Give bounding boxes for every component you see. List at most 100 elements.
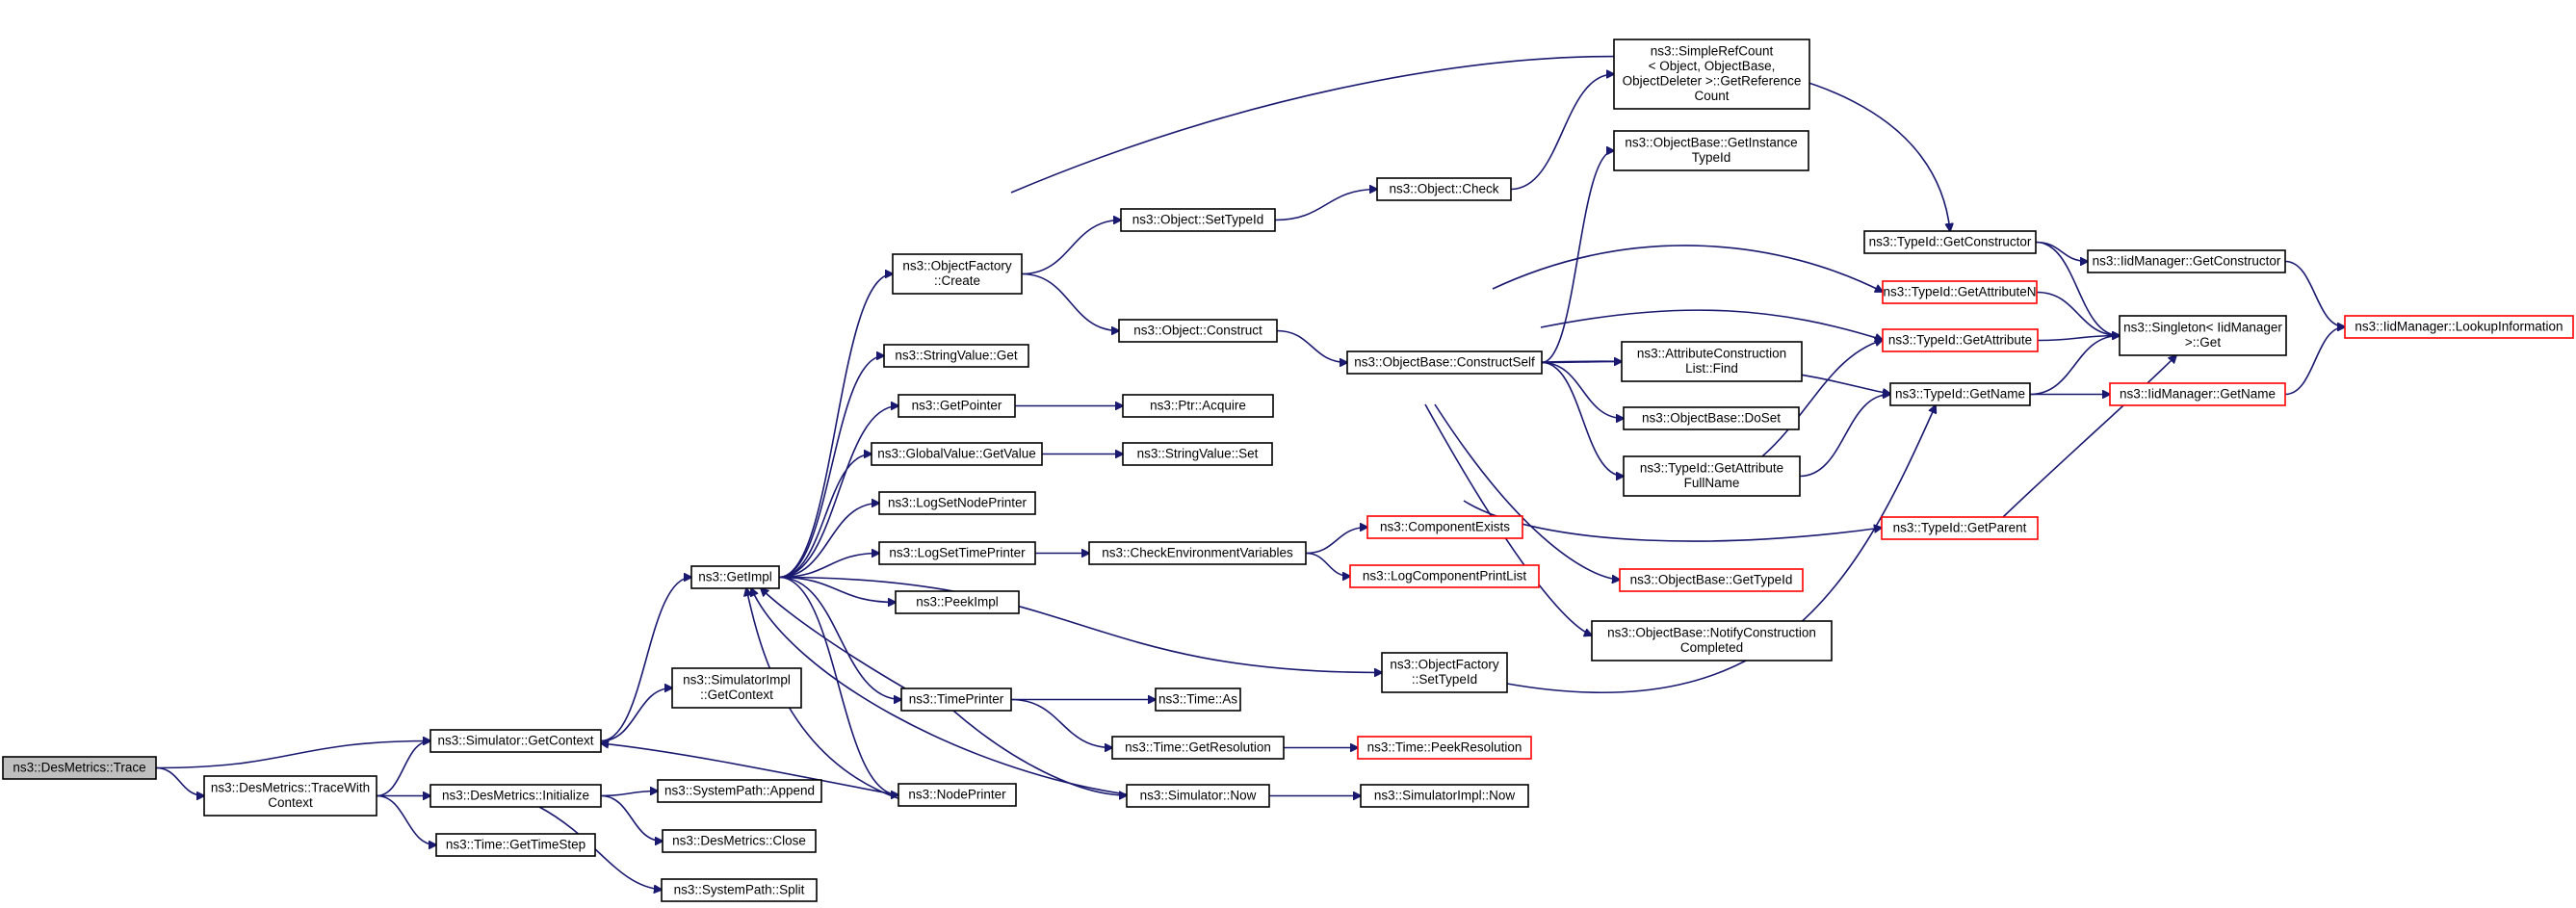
node-box-timeprinter[interactable] — [900, 687, 1012, 712]
node-strget[interactable]: ns3::StringValue::Get — [883, 344, 1029, 368]
node-box-constructself[interactable] — [1346, 350, 1543, 375]
node-box-singletonget[interactable] — [2119, 315, 2287, 356]
node-peekres[interactable]: ns3::Time::PeekResolution — [1357, 736, 1532, 760]
node-box-append[interactable] — [657, 779, 822, 803]
node-box-timeas[interactable] — [1155, 687, 1241, 712]
node-notifycc[interactable]: ns3::ObjectBase::NotifyConstructionCompl… — [1591, 620, 1833, 662]
node-box-gvgetvalue[interactable] — [871, 442, 1043, 466]
node-box-iidlookup[interactable] — [2344, 315, 2574, 339]
node-box-tgetconstructor[interactable] — [1863, 230, 2037, 254]
node-objconstruct[interactable]: ns3::Object::Construct — [1118, 319, 1278, 343]
node-objcheck[interactable]: ns3::Object::Check — [1376, 177, 1512, 201]
node-logsetnode[interactable]: ns3::LogSetNodePrinter — [878, 491, 1036, 515]
node-tgetattr[interactable]: ns3::TypeId::GetAttribute — [1882, 328, 2039, 352]
node-simplerefcount[interactable]: ns3::SimpleRefCount< Object, ObjectBase,… — [1613, 39, 1810, 110]
node-box-checkenv[interactable] — [1088, 541, 1307, 565]
node-getimpl[interactable]: ns3::GetImpl — [690, 565, 780, 589]
node-box-strset[interactable] — [1122, 442, 1273, 466]
node-tgetparent[interactable]: ns3::TypeId::GetParent — [1881, 516, 2039, 540]
node-box-getinstancetid[interactable] — [1613, 130, 1809, 171]
node-initialize[interactable]: ns3::DesMetrics::Initialize — [429, 784, 602, 808]
node-strset[interactable]: ns3::StringValue::Set — [1122, 442, 1273, 466]
node-gettimestep[interactable]: ns3::Time::GetTimeStep — [435, 833, 596, 857]
node-box-timegetres[interactable] — [1111, 736, 1285, 760]
node-iidgetname[interactable]: ns3::IidManager::GetName — [2109, 382, 2286, 406]
node-box-nodeprinter[interactable] — [898, 783, 1017, 807]
node-box-split[interactable] — [661, 878, 818, 902]
node-box-objcheck[interactable] — [1376, 177, 1512, 201]
node-box-tracewith[interactable] — [203, 775, 377, 817]
node-obgettypeid[interactable]: ns3::ObjectBase::GetTypeId — [1619, 568, 1804, 592]
node-box-initialize[interactable] — [429, 784, 602, 808]
node-tgetname[interactable]: ns3::TypeId::GetName — [1889, 382, 2031, 406]
node-close[interactable]: ns3::DesMetrics::Close — [662, 829, 817, 853]
node-box-logcompprint[interactable] — [1349, 564, 1540, 588]
node-box-getcontext[interactable] — [429, 729, 602, 753]
node-box-iidgetconstructor[interactable] — [2087, 249, 2286, 273]
node-tgetattrn[interactable]: ns3::TypeId::GetAttributeN — [1882, 280, 2038, 304]
node-logsettime[interactable]: ns3::LogSetTimePrinter — [878, 541, 1036, 565]
node-box-getpointer[interactable] — [898, 394, 1016, 418]
node-split[interactable]: ns3::SystemPath::Split — [661, 878, 818, 902]
node-box-ptracquire[interactable] — [1122, 394, 1274, 418]
node-box-strget[interactable] — [883, 344, 1029, 368]
node-box-ofsettypeid[interactable] — [1381, 652, 1508, 693]
node-constructself[interactable]: ns3::ObjectBase::ConstructSelf — [1346, 350, 1543, 375]
node-gvgetvalue[interactable]: ns3::GlobalValue::GetValue — [871, 442, 1043, 466]
node-box-tgetparent[interactable] — [1881, 516, 2039, 540]
node-box-peekres[interactable] — [1357, 736, 1532, 760]
node-getcontext[interactable]: ns3::Simulator::GetContext — [429, 729, 602, 753]
node-objsettypeid[interactable]: ns3::Object::SetTypeId — [1120, 208, 1276, 232]
node-nodeprinter[interactable]: ns3::NodePrinter — [898, 783, 1017, 807]
node-box-close[interactable] — [662, 829, 817, 853]
node-box-doset[interactable] — [1623, 406, 1800, 430]
node-tgetconstructor[interactable]: ns3::TypeId::GetConstructor — [1863, 230, 2037, 254]
node-trace[interactable]: ns3::DesMetrics::Trace — [2, 756, 157, 780]
node-box-simimplnow[interactable] — [1360, 784, 1529, 808]
node-box-compexists[interactable] — [1366, 515, 1523, 539]
node-simnow[interactable]: ns3::Simulator::Now — [1126, 784, 1270, 808]
node-box-tgetattr[interactable] — [1882, 328, 2039, 352]
node-box-objsettypeid[interactable] — [1120, 208, 1276, 232]
node-box-attrfind[interactable] — [1621, 341, 1803, 382]
node-ofcreate[interactable]: ns3::ObjectFactory::Create — [892, 253, 1023, 295]
node-box-notifycc[interactable] — [1591, 620, 1833, 662]
node-timeprinter[interactable]: ns3::TimePrinter — [900, 687, 1012, 712]
node-peekimpl[interactable]: ns3::PeekImpl — [895, 590, 1020, 614]
node-compexists[interactable]: ns3::ComponentExists — [1366, 515, 1523, 539]
node-box-simnow[interactable] — [1126, 784, 1270, 808]
node-doset[interactable]: ns3::ObjectBase::DoSet — [1623, 406, 1800, 430]
node-box-simplerefcount[interactable] — [1613, 39, 1810, 110]
node-box-getattrfull[interactable] — [1623, 455, 1801, 497]
node-checkenv[interactable]: ns3::CheckEnvironmentVariables — [1088, 541, 1307, 565]
node-box-peekimpl[interactable] — [895, 590, 1020, 614]
node-timeas[interactable]: ns3::Time::As — [1155, 687, 1241, 712]
node-append[interactable]: ns3::SystemPath::Append — [657, 779, 822, 803]
node-iidlookup[interactable]: ns3::IidManager::LookupInformation — [2344, 315, 2574, 339]
node-getpointer[interactable]: ns3::GetPointer — [898, 394, 1016, 418]
node-iidgetconstructor[interactable]: ns3::IidManager::GetConstructor — [2087, 249, 2286, 273]
node-box-objconstruct[interactable] — [1118, 319, 1278, 343]
node-singletonget[interactable]: ns3::Singleton< IidManager >::Get — [2119, 315, 2287, 356]
node-simimplnow[interactable]: ns3::SimulatorImpl::Now — [1360, 784, 1529, 808]
node-box-simimplctx[interactable] — [671, 667, 802, 709]
node-box-obgettypeid[interactable] — [1619, 568, 1804, 592]
node-timegetres[interactable]: ns3::Time::GetResolution — [1111, 736, 1285, 760]
node-simimplctx[interactable]: ns3::SimulatorImpl::GetContext — [671, 667, 802, 709]
node-box-logsetnode[interactable] — [878, 491, 1036, 515]
node-box-getimpl[interactable] — [690, 565, 780, 589]
node-box-logsettime[interactable] — [878, 541, 1036, 565]
node-box-tgetname[interactable] — [1889, 382, 2031, 406]
node-box-tgetattrn[interactable] — [1882, 280, 2038, 304]
node-box-ofcreate[interactable] — [892, 253, 1023, 295]
node-box-gettimestep[interactable] — [435, 833, 596, 857]
node-box-trace[interactable] — [2, 756, 157, 780]
node-logcompprint[interactable]: ns3::LogComponentPrintList — [1349, 564, 1540, 588]
node-box-iidgetname[interactable] — [2109, 382, 2286, 406]
node-ptracquire[interactable]: ns3::Ptr::Acquire — [1122, 394, 1274, 418]
node-ofsettypeid[interactable]: ns3::ObjectFactory::SetTypeId — [1381, 652, 1508, 693]
